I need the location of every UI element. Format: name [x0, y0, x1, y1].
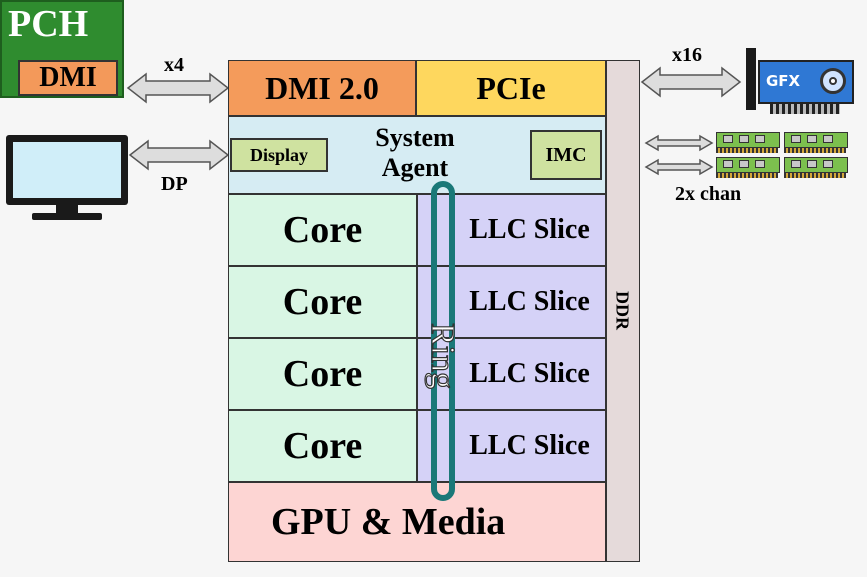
- core-block: Core: [229, 195, 418, 267]
- gfx-card-connector: [770, 104, 840, 114]
- dimm-icon: [784, 157, 848, 178]
- core-block: Core: [229, 411, 418, 483]
- dmi-link-width: x4: [164, 54, 184, 76]
- llc-slice-label: LLC Slice: [469, 214, 590, 245]
- gfx-card-bracket: [746, 48, 756, 110]
- dmi-link-arrow: [126, 72, 230, 104]
- core-block: Core: [229, 267, 418, 339]
- ring-label: Ring: [423, 322, 461, 390]
- dmi-controller-block: DMI 2.0: [229, 61, 417, 117]
- ddr-bus: [605, 61, 639, 561]
- ring-interconnect: [431, 181, 455, 501]
- ddr-label: DDR: [612, 290, 633, 330]
- memory-link-arrow-1: [644, 134, 714, 152]
- monitor-stand-neck: [56, 205, 78, 214]
- pch-dmi-port: DMI: [18, 60, 118, 96]
- monitor-screen: [13, 142, 121, 198]
- display-controller-block: Display: [230, 138, 328, 172]
- system-agent-label-line-1: System: [375, 123, 455, 152]
- llc-slice-label: LLC Slice: [469, 286, 590, 317]
- llc-slice-label: LLC Slice: [469, 430, 590, 461]
- dimm-icon: [716, 157, 780, 178]
- dimm-icon: [784, 132, 848, 153]
- pcie-controller-block: PCIe: [417, 61, 605, 117]
- memory-controller-block: IMC: [530, 130, 602, 180]
- gpu-media-block: GPU & Media: [229, 483, 605, 561]
- system-agent-label-line-2: Agent: [381, 153, 449, 182]
- memory-channels-label: 2x chan: [675, 183, 742, 205]
- fan-hub: [829, 77, 837, 85]
- core-block: Core: [229, 339, 418, 411]
- memory-link-arrow-2: [644, 158, 714, 176]
- dp-link-arrow: [128, 139, 230, 171]
- llc-slice-label: LLC Slice: [469, 358, 590, 389]
- monitor-stand-base: [32, 213, 102, 220]
- display-link-label: DP: [161, 173, 188, 195]
- pcie-link-arrow: [640, 66, 742, 98]
- pch-title: PCH: [8, 3, 89, 45]
- pcie-link-width: x16: [672, 44, 702, 66]
- gfx-card-label: GFX: [766, 72, 801, 90]
- system-agent-label: System Agent: [340, 123, 490, 183]
- dimm-icon: [716, 132, 780, 153]
